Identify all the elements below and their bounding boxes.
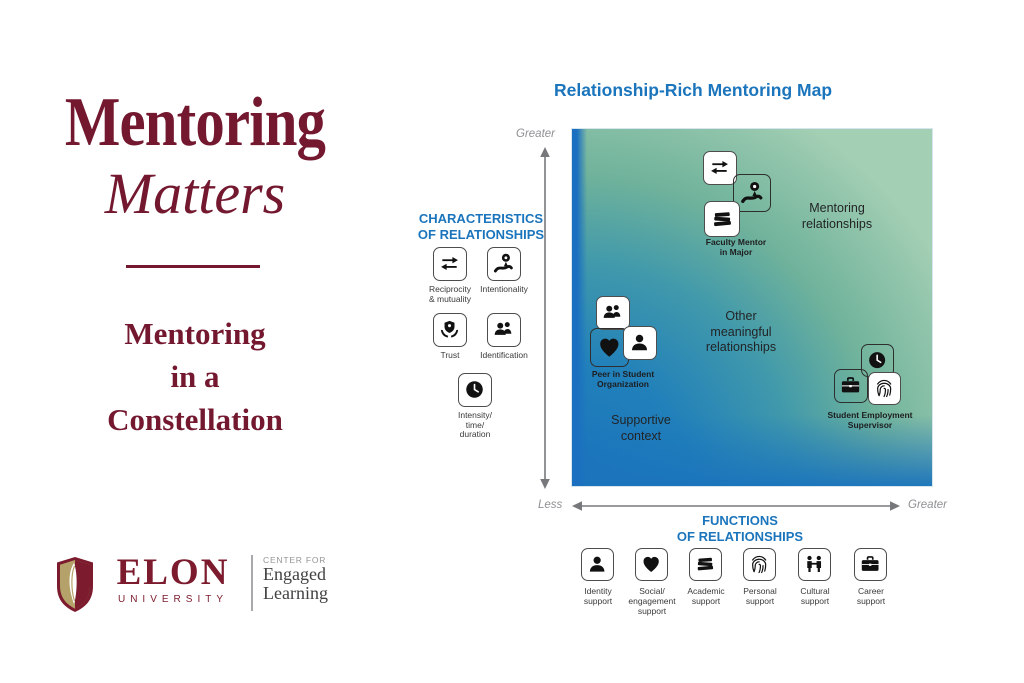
characteristics-heading: CHARACTERISTICS OF RELATIONSHIPS xyxy=(408,211,554,242)
heart-icon xyxy=(635,548,668,581)
books-icon xyxy=(704,201,740,237)
personal-support-label: Personal support xyxy=(743,586,777,606)
university-word: UNIVERSITY xyxy=(117,594,228,605)
identification-people-icon xyxy=(596,296,630,330)
functions-heading-line1: FUNCTIONS xyxy=(702,513,778,528)
reciprocity-label: Reciprocity & mutuality xyxy=(428,284,472,304)
fingerprint-icon xyxy=(743,548,776,581)
reciprocity-arrows-icon xyxy=(703,151,737,185)
elon-word: ELON xyxy=(116,552,230,593)
x-axis-left-label: Less xyxy=(538,499,563,511)
supervisor-label: Student Employment Supervisor xyxy=(827,410,913,430)
functions-heading-line2: OF RELATIONSHIPS xyxy=(676,528,804,544)
handshake-people-icon xyxy=(798,548,831,581)
briefcase-icon xyxy=(834,369,868,403)
books-icon xyxy=(689,548,722,581)
cultural-support-label: Cultural support xyxy=(800,586,830,606)
social-support-label: Social/ engagement support xyxy=(628,586,676,616)
identification-people-icon xyxy=(487,313,521,347)
region-mentoring-relationships: Mentoring relationships xyxy=(801,201,873,231)
trust-label: Trust xyxy=(440,350,460,360)
map-title: Relationship-Rich Mentoring Map xyxy=(553,80,833,100)
academic-support-label: Academic support xyxy=(687,586,725,606)
intensity-label: Intensity/ time/ duration xyxy=(457,410,493,439)
center-engaged-learning: CENTER FOR Engaged Learning xyxy=(263,555,373,603)
y-axis-arrow xyxy=(540,147,550,489)
title-matters: Matters xyxy=(104,161,286,226)
peer-label: Peer in Student Organization xyxy=(591,369,655,389)
region-other-meaningful-relationships: Other meaningful relationships xyxy=(705,309,777,354)
elon-cel-logo: ELON UNIVERSITY CENTER FOR Engaged Learn… xyxy=(55,553,345,619)
intentionality-label: Intentionality xyxy=(480,284,528,294)
identity-support-label: Identity support xyxy=(583,586,613,606)
faculty-mentor-label: Faculty Mentor in Major xyxy=(705,237,767,257)
region-supportive-context: Supportive context xyxy=(611,413,671,443)
x-axis-right-label: Greater xyxy=(908,499,947,511)
elon-wordmark: ELON UNIVERSITY xyxy=(103,552,243,606)
fingerprint-icon xyxy=(868,372,901,405)
intentionality-pin-icon xyxy=(487,247,521,281)
intentionality-pin-icon xyxy=(733,174,771,212)
career-support-label: Career support xyxy=(856,586,886,606)
left-panel: Mentoring Matters Mentoring in a Constel… xyxy=(0,0,390,683)
learning-label: Learning xyxy=(263,583,328,603)
intensity-clock-icon xyxy=(458,373,492,407)
identity-person-icon xyxy=(581,548,614,581)
trust-shield-icon xyxy=(433,313,467,347)
title-mentoring: Mentoring xyxy=(64,84,326,161)
identification-label: Identification xyxy=(480,350,528,360)
identity-person-icon xyxy=(623,326,657,360)
mentoring-map-canvas: Mentoring relationships Other meaningful… xyxy=(571,128,933,487)
center-for-label: CENTER FOR xyxy=(263,555,327,565)
engaged-label: Engaged xyxy=(263,564,326,584)
elon-shield-icon xyxy=(57,557,93,612)
characteristics-heading-line1: CHARACTERISTICS xyxy=(418,211,544,226)
slide-subtitle: Mentoring in a Constellation xyxy=(107,316,283,437)
reciprocity-arrows-icon xyxy=(433,247,467,281)
main-title: Mentoring Matters xyxy=(0,86,390,226)
briefcase-icon xyxy=(854,548,887,581)
logo-separator xyxy=(251,555,253,611)
y-axis-top-label: Greater xyxy=(516,128,555,140)
x-axis-arrow xyxy=(572,501,900,511)
characteristics-heading-line2: OF RELATIONSHIPS xyxy=(417,226,545,242)
title-divider xyxy=(126,265,260,268)
functions-heading: FUNCTIONS OF RELATIONSHIPS xyxy=(640,513,840,544)
